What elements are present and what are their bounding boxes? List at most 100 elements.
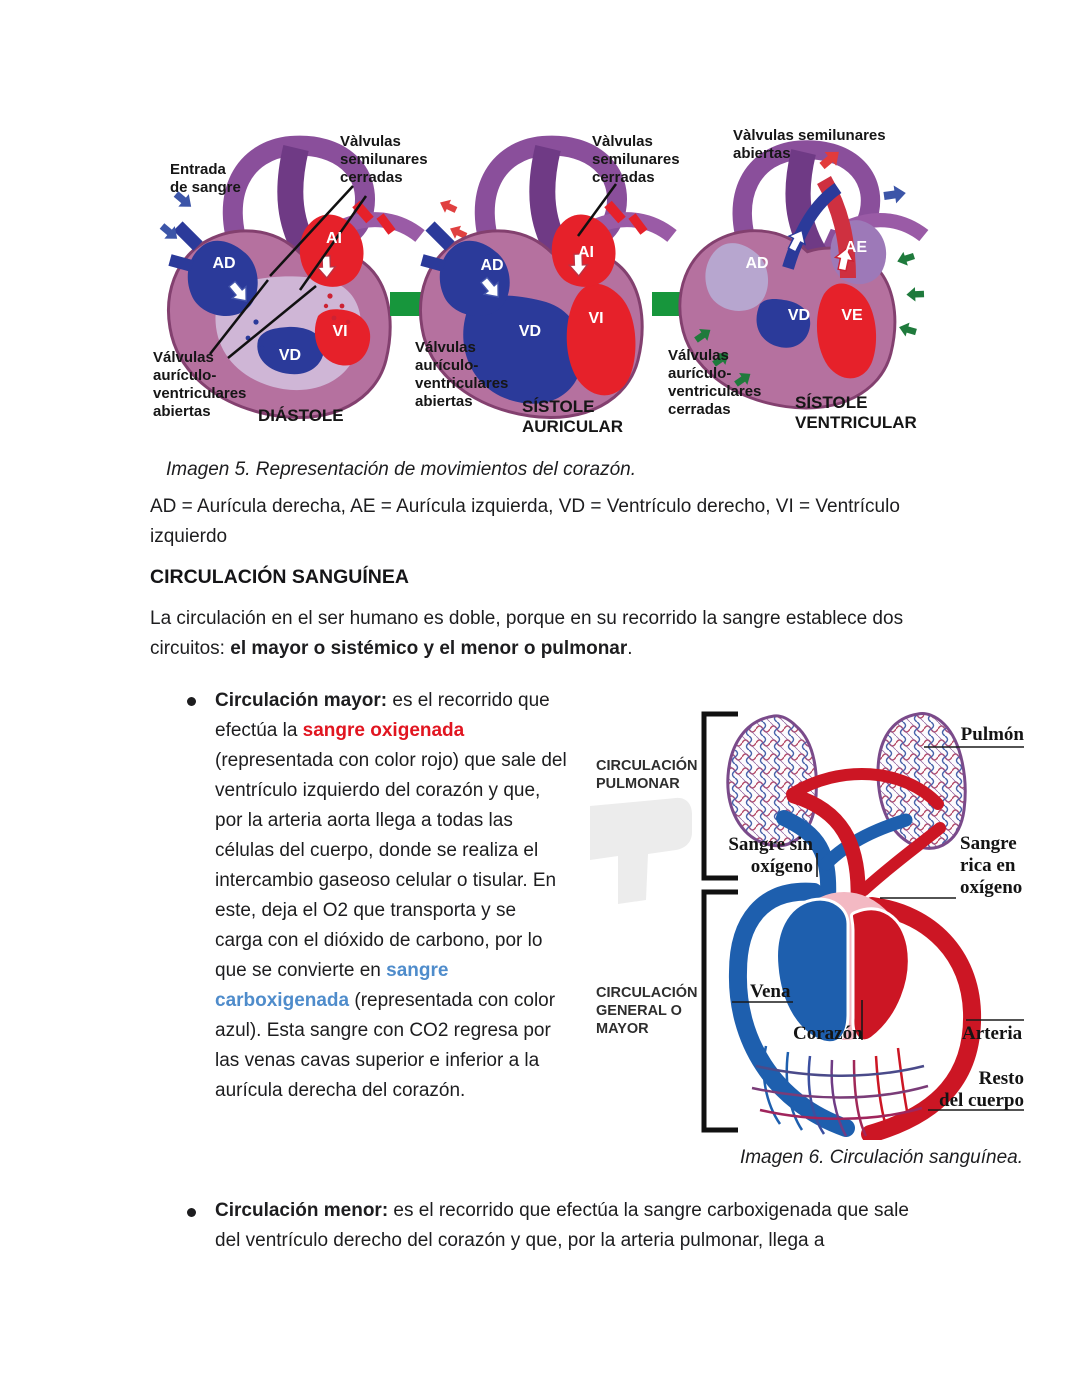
panel-sistole-ventricular: Vàlvulas semilunares abiertas Válvulas a… bbox=[668, 127, 924, 432]
pulmonary-vein-left bbox=[786, 788, 866, 908]
pointer-line bbox=[209, 279, 269, 355]
systemic-vein-loop bbox=[728, 882, 855, 1137]
systemic-bracket bbox=[701, 889, 738, 1133]
pointer-line bbox=[298, 195, 368, 291]
artery-label: Arteria bbox=[962, 1023, 1023, 1044]
figure6-caption: Imagen 6. Circulación sanguínea. bbox=[739, 1147, 1023, 1168]
semilunar-valves-label: semilunares bbox=[340, 151, 428, 168]
heart-label: Corazón bbox=[793, 1023, 863, 1044]
intro-period: . bbox=[627, 638, 633, 659]
pulmonary-circulation-label: CIRCULACIÓN bbox=[596, 756, 698, 774]
pointer-line bbox=[269, 185, 354, 277]
chamber-label-ai: AI bbox=[578, 244, 594, 261]
intro-bold-text: el mayor o sistémico y el menor o pulmon… bbox=[230, 638, 628, 659]
systemic-artery-loop bbox=[861, 897, 982, 1140]
bullet-mayor-title: Circulación mayor: bbox=[215, 690, 388, 711]
body-capillary-mesh bbox=[751, 1045, 929, 1137]
pulmonary-vein-right bbox=[858, 822, 946, 896]
phase-title: SÍSTOLE bbox=[522, 397, 594, 416]
pointer-line bbox=[576, 183, 618, 237]
av-valves-label: aurículo- bbox=[153, 367, 216, 384]
av-valves-label: ventriculares bbox=[668, 383, 761, 400]
vein-label: Vena bbox=[750, 981, 791, 1002]
lung-label: Pulmón bbox=[961, 724, 1025, 745]
bullet-icon bbox=[187, 697, 196, 706]
av-valves-label: abiertas bbox=[415, 393, 473, 410]
phase-title: AURICULAR bbox=[522, 417, 623, 436]
chamber-label-ad: AD bbox=[480, 257, 503, 274]
panel-sistole-auricular: Vàlvulas semilunares cerradas Válvulas a… bbox=[415, 133, 680, 436]
figure-heart-movements: Entrada de sangre Vàlvulas semilunares c… bbox=[153, 127, 943, 436]
bullet-menor-text: es el recorrido que efectúa la sangre ca… bbox=[215, 1200, 909, 1251]
bullet-icon bbox=[187, 1208, 196, 1217]
chamber-label-ve: VE bbox=[841, 307, 863, 324]
semilunar-valves-label: abiertas bbox=[733, 145, 791, 162]
semilunar-valves-label: Vàlvulas bbox=[592, 133, 653, 150]
semilunar-valves-label: cerradas bbox=[340, 169, 403, 186]
av-valves-label: aurículo- bbox=[415, 357, 478, 374]
oxygenated-blood-term: sangre oxigenada bbox=[302, 720, 465, 741]
pulmonary-artery-right bbox=[819, 813, 913, 871]
systemic-circulation-label: MAYOR bbox=[596, 1021, 649, 1037]
semilunar-valves-label: semilunares bbox=[592, 151, 680, 168]
heart-right-side bbox=[775, 897, 850, 1045]
chamber-label-ae: AE bbox=[845, 239, 868, 256]
chamber-label-ad: AD bbox=[212, 255, 235, 272]
pulmonary-bracket bbox=[701, 711, 738, 881]
semilunar-valves-label: Vàlvulas semilunares bbox=[733, 127, 886, 144]
bullet-mayor: Circulación mayor: es el recorrido que e… bbox=[215, 686, 567, 1106]
av-valves-label: Válvulas bbox=[153, 349, 214, 366]
oxygen-rich-blood-label: oxígeno bbox=[960, 877, 1022, 898]
phase-title: SÍSTOLE bbox=[795, 393, 867, 412]
left-lung bbox=[726, 714, 818, 848]
av-valves-label: Válvulas bbox=[415, 339, 476, 356]
av-valves-label: ventriculares bbox=[153, 385, 246, 402]
rest-of-body-label: del cuerpo bbox=[939, 1090, 1024, 1111]
av-valves-label: aurículo- bbox=[668, 365, 731, 382]
deoxygenated-blood-label: oxígeno bbox=[751, 856, 813, 877]
av-valves-label: ventriculares bbox=[415, 375, 508, 392]
watermark-shape bbox=[590, 797, 692, 904]
rest-of-body-label: Resto bbox=[979, 1068, 1024, 1089]
bullet-mayor-text-1: es el recorrido que efectúa la bbox=[215, 690, 550, 741]
systemic-circulation-label: CIRCULACIÓN bbox=[596, 983, 698, 1001]
phase-title: DIÁSTOLE bbox=[258, 406, 344, 425]
figure-blood-circulation: CIRCULACIÓN PULMONAR CIRCULACIÓN GENERAL… bbox=[590, 711, 1025, 1140]
abbreviations-text: AD = Aurícula derecha, AE = Aurícula izq… bbox=[150, 496, 900, 547]
intro-text: La circulación en el ser humano es doble… bbox=[150, 608, 904, 659]
oxygen-rich-blood-label: Sangre bbox=[960, 833, 1017, 854]
av-valves-label: abiertas bbox=[153, 403, 211, 420]
semilunar-valves-label: cerradas bbox=[592, 169, 655, 186]
pulmonary-circulation-label: PULMONAR bbox=[596, 776, 680, 792]
semilunar-valves-label: Vàlvulas bbox=[340, 133, 401, 150]
carboxygenated-blood-term: sangre carboxigenada bbox=[215, 960, 449, 1011]
heart-left-side bbox=[850, 907, 911, 1043]
pointer-line bbox=[227, 285, 317, 359]
chamber-label-vi: VI bbox=[588, 310, 603, 327]
deoxygenated-blood-label: Sangre sin bbox=[728, 834, 813, 855]
panel-diastole: Entrada de sangre Vàlvulas semilunares c… bbox=[153, 133, 470, 425]
blood-entry-arrow-icon bbox=[437, 196, 460, 217]
blood-speckles-red bbox=[323, 293, 351, 325]
chamber-label-vi: VI bbox=[332, 323, 347, 340]
bullet-mayor-text-3: (representada con color azul). Esta sang… bbox=[215, 990, 556, 1101]
oxygen-rich-blood-label: rica en bbox=[960, 855, 1016, 876]
entry-label: de sangre bbox=[170, 179, 241, 196]
chamber-label-ai: AI bbox=[326, 230, 342, 247]
intro-paragraph: La circulación en el ser humano es doble… bbox=[150, 604, 950, 664]
systemic-circulation-label: GENERAL O bbox=[596, 1003, 682, 1019]
figure5-caption: Imagen 5. Representación de movimientos … bbox=[166, 459, 636, 480]
entry-label: Entrada bbox=[170, 161, 227, 178]
chamber-label-vd: VD bbox=[279, 347, 301, 364]
av-valves-label: cerradas bbox=[668, 401, 731, 418]
chamber-label-vd: VD bbox=[788, 307, 810, 324]
chamber-label-vd: VD bbox=[519, 323, 541, 340]
phase-title: VENTRICULAR bbox=[795, 413, 917, 432]
bullet-menor-title: Circulación menor: bbox=[215, 1200, 389, 1221]
section-heading: CIRCULACIÓN SANGUÍNEA bbox=[150, 566, 409, 588]
bullet-mayor-text-2: (representada con color rojo) que sale d… bbox=[215, 750, 567, 981]
bullet-menor: Circulación menor: es el recorrido que e… bbox=[215, 1196, 933, 1256]
chamber-label-ad: AD bbox=[745, 255, 768, 272]
blood-exit-arrow-icon bbox=[882, 184, 908, 205]
